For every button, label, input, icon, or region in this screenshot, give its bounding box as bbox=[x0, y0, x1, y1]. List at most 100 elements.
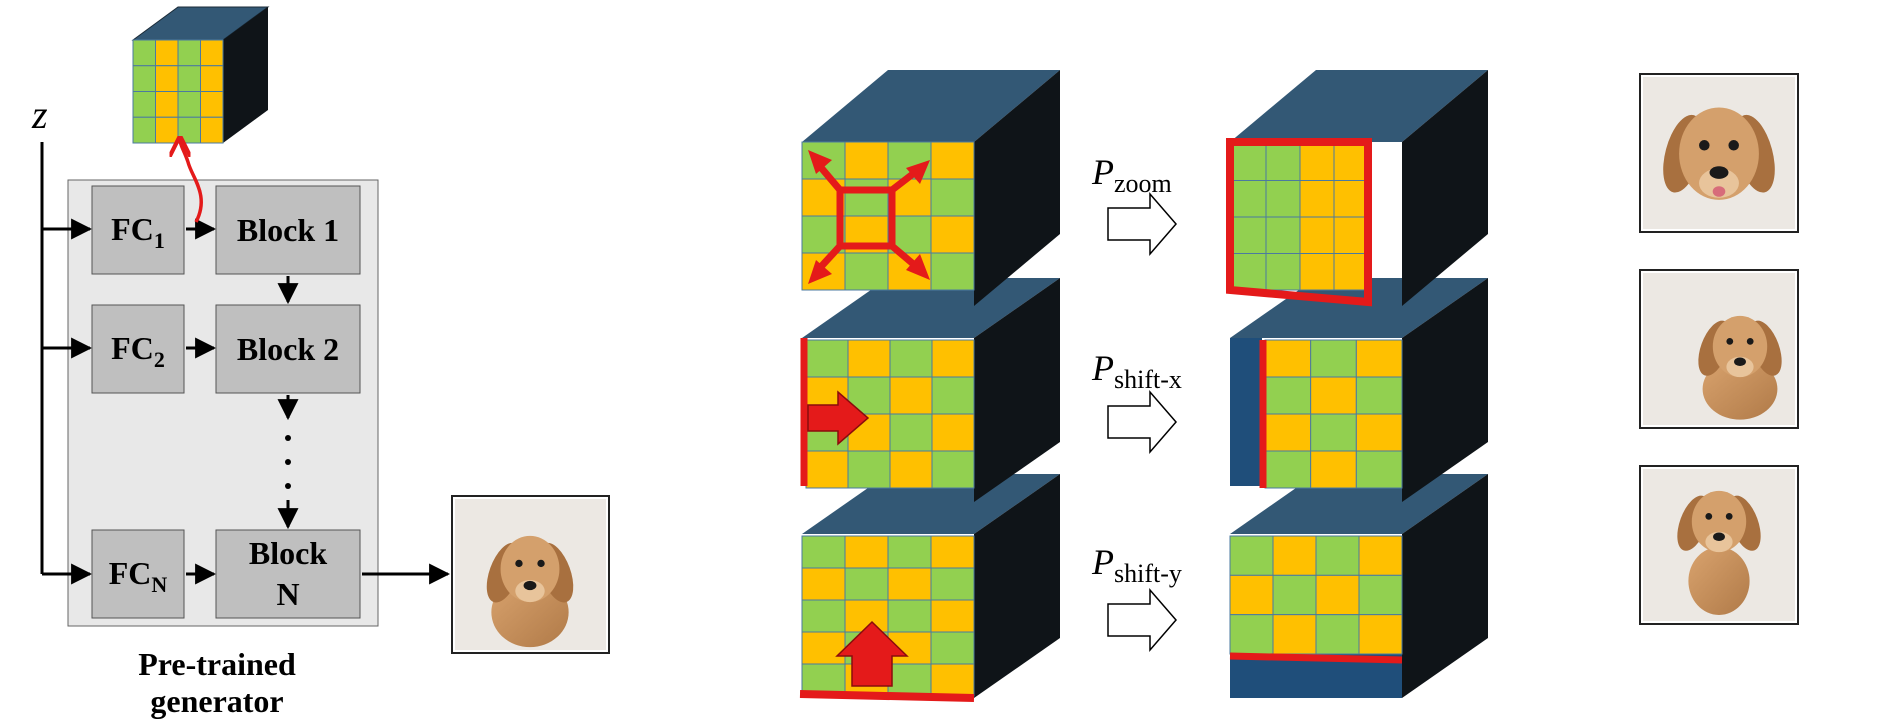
blockn-label-line2: N bbox=[276, 576, 299, 612]
zoom-outward-arrows bbox=[808, 150, 930, 284]
grid-cell bbox=[1272, 574, 1317, 616]
fcn-box: FCN bbox=[91, 529, 185, 619]
result-image-shift-x bbox=[1639, 269, 1799, 429]
grid-cell bbox=[1265, 253, 1301, 291]
grid-cell bbox=[1265, 216, 1301, 254]
shift-y-source-cube bbox=[799, 474, 1060, 702]
grid-cell bbox=[1231, 143, 1267, 181]
z-input-label: z bbox=[31, 92, 48, 137]
grid-cell bbox=[1355, 413, 1403, 452]
zoom-symbol: P bbox=[1091, 152, 1114, 192]
grid-cell bbox=[1231, 216, 1267, 254]
shift-y-symbol: P bbox=[1091, 542, 1114, 582]
grid-cell bbox=[1299, 253, 1335, 291]
grid-cell bbox=[930, 599, 975, 633]
grid-cell bbox=[1299, 216, 1335, 254]
grid-cell bbox=[1265, 143, 1301, 181]
shift-up-arrow bbox=[835, 620, 909, 687]
grid-cell bbox=[1299, 143, 1335, 181]
grid-cell bbox=[132, 91, 156, 118]
shift-y-hollow-arrow bbox=[1107, 587, 1177, 653]
grid-cell bbox=[1310, 450, 1357, 489]
grid-cell bbox=[200, 116, 224, 144]
grid-cell bbox=[887, 663, 932, 697]
svg-text:FC1: FC1 bbox=[111, 211, 165, 253]
output-dog-image bbox=[451, 495, 610, 654]
blockn-box: Block N bbox=[215, 529, 361, 619]
grid-cell bbox=[132, 39, 156, 67]
fc2-label: FC bbox=[111, 330, 154, 366]
fc1-subscript: 1 bbox=[154, 228, 165, 253]
grid-cell bbox=[177, 116, 201, 144]
grid-cell bbox=[177, 65, 201, 92]
grid-cell bbox=[1358, 574, 1403, 616]
zoom-target-cube bbox=[1226, 70, 1488, 307]
block1-label: Block 1 bbox=[237, 212, 339, 248]
zoom-source-cube bbox=[801, 70, 1060, 306]
fc2-subscript: 2 bbox=[154, 347, 165, 372]
shift-x-source-cube bbox=[800, 278, 1060, 502]
grid-cell bbox=[1272, 535, 1317, 576]
grid-cell bbox=[930, 252, 975, 291]
grid-cell bbox=[1315, 614, 1360, 655]
grid-cell bbox=[1264, 339, 1312, 378]
grid-cell bbox=[1333, 253, 1369, 291]
grid-cell bbox=[1310, 376, 1357, 415]
fcn-subscript: N bbox=[151, 572, 167, 597]
grid-cell bbox=[801, 631, 846, 665]
grid-cell bbox=[177, 91, 201, 118]
shift-x-subscript: shift-x bbox=[1114, 365, 1182, 394]
grid-cell bbox=[930, 631, 975, 665]
grid-cell bbox=[889, 339, 933, 378]
grid-cell bbox=[930, 178, 975, 217]
shift-y-transform: Pshift-y bbox=[1091, 542, 1182, 653]
grid-cell bbox=[805, 450, 849, 489]
grid-cell bbox=[1333, 180, 1369, 218]
grid-cell bbox=[931, 376, 975, 415]
grid-cell bbox=[931, 339, 975, 378]
grid-cell bbox=[889, 413, 933, 452]
grid-cell bbox=[1315, 574, 1360, 616]
grid-cell bbox=[847, 450, 891, 489]
grid-cell bbox=[1299, 180, 1335, 218]
grid-cell bbox=[1231, 180, 1267, 218]
grid-cell bbox=[1333, 216, 1369, 254]
grid-cell bbox=[1358, 535, 1403, 576]
feature-cube-small bbox=[131, 6, 270, 144]
grid-cell bbox=[1264, 450, 1312, 489]
grid-cell bbox=[931, 413, 975, 452]
grid-cell bbox=[887, 567, 932, 601]
grid-cell bbox=[1355, 376, 1403, 415]
shift-x-hollow-arrow bbox=[1107, 389, 1177, 455]
svg-text:FCN: FCN bbox=[109, 555, 168, 597]
grid-cell bbox=[801, 599, 846, 633]
shift-right-arrow bbox=[807, 390, 870, 446]
grid-cell bbox=[1355, 339, 1403, 378]
grid-cell bbox=[1358, 614, 1403, 655]
grid-cell bbox=[1355, 450, 1403, 489]
blockn-label-line1: Block bbox=[249, 535, 327, 571]
zoom-subscript: zoom bbox=[1114, 169, 1172, 198]
grid-cell bbox=[1264, 376, 1312, 415]
grid-cell bbox=[155, 91, 179, 118]
shift-y-subscript: shift-y bbox=[1114, 559, 1182, 588]
fc2-box: FC2 bbox=[91, 304, 185, 394]
grid-cell bbox=[132, 116, 156, 144]
grid-cell bbox=[844, 567, 889, 601]
grid-cell bbox=[1315, 535, 1360, 576]
grid-cell bbox=[1310, 339, 1357, 378]
grid-cell bbox=[177, 39, 201, 67]
block1-box: Block 1 bbox=[215, 185, 361, 275]
grid-cell bbox=[930, 663, 975, 697]
grid-cell bbox=[200, 65, 224, 92]
grid-cell bbox=[1229, 535, 1274, 576]
block2-label: Block 2 bbox=[237, 331, 339, 367]
result-image-zoom bbox=[1639, 73, 1799, 233]
fc1-label: FC bbox=[111, 211, 154, 247]
svg-text:Pshift-y: Pshift-y bbox=[1091, 542, 1182, 588]
svg-text:Pzoom: Pzoom bbox=[1091, 152, 1172, 198]
grid-cell bbox=[805, 339, 849, 378]
grid-cell bbox=[155, 65, 179, 92]
grid-cell bbox=[155, 39, 179, 67]
grid-cell bbox=[844, 535, 889, 569]
